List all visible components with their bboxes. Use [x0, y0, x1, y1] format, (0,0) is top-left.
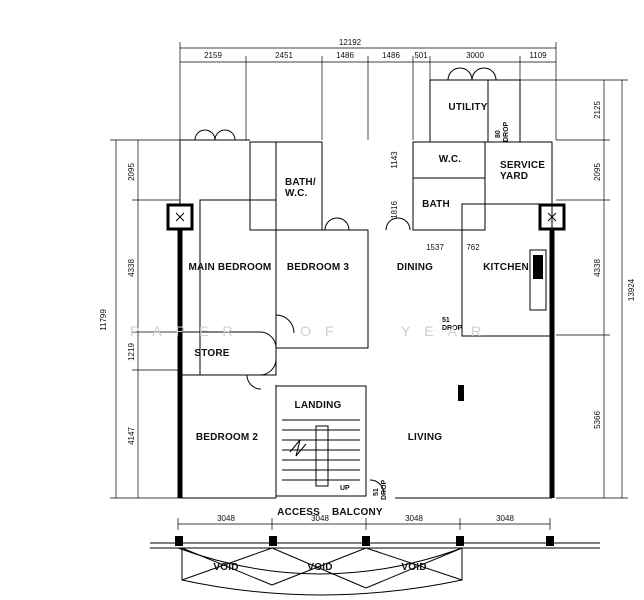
column-left — [166, 203, 194, 231]
room-dining: DINING — [397, 262, 433, 273]
dim-inner-1143: 1143 — [390, 151, 399, 169]
dim-top-4: 1486 — [382, 51, 400, 60]
dim-top-overall: 12192 — [339, 38, 362, 47]
dim-bottom-4: 3048 — [496, 514, 514, 523]
dim-top-6: 3000 — [466, 51, 484, 60]
room-access-balcony: ACCESS BALCONY — [277, 507, 383, 518]
room-bath-wc-left-1: BATH/ — [285, 177, 316, 188]
dim-left-1: 2095 — [127, 163, 136, 181]
dim-inner-1537: 1537 — [426, 243, 444, 252]
staircase — [282, 419, 360, 487]
stove — [533, 255, 543, 279]
dim-bottom-3: 3048 — [405, 514, 423, 523]
dim-left-3: 1219 — [127, 343, 136, 361]
dim-inner-1816: 1816 — [390, 201, 399, 219]
room-bath: BATH — [422, 199, 450, 210]
balcony-void — [150, 518, 600, 596]
watermark: PAPER OF YEAR — [130, 323, 495, 339]
dim-right-3: 4338 — [593, 259, 602, 277]
drop-label-b: DROP — [381, 479, 388, 500]
room-bedroom-2: BEDROOM 2 — [196, 432, 259, 443]
dim-inner-762: 762 — [466, 243, 480, 252]
dim-left-2: 4338 — [127, 259, 136, 277]
dim-top-5: 501 — [414, 51, 428, 60]
dim-top-2: 2451 — [275, 51, 293, 60]
room-main-bedroom: MAIN BEDROOM — [189, 262, 272, 273]
dim-top-1: 2159 — [204, 51, 222, 60]
dim-left-overall: 11799 — [99, 309, 108, 331]
dim-right-4: 5366 — [593, 411, 602, 429]
room-service-yard-2: YARD — [500, 171, 528, 182]
dim-top-7: 1109 — [529, 51, 547, 60]
room-bath-wc-left-2: W.C. — [285, 188, 307, 199]
dim-left-4: 4147 — [127, 427, 136, 445]
room-void-3: VOID — [401, 562, 426, 573]
room-void-2: VOID — [307, 562, 332, 573]
windows — [194, 67, 497, 231]
top-dimensions: 12192 2159 2451 1486 1486 501 3000 1109 — [179, 38, 557, 140]
drop-80-number: 80 — [495, 130, 502, 138]
doors — [246, 314, 385, 495]
dim-bottom-2: 3048 — [311, 514, 329, 523]
dim-right-1: 2125 — [593, 101, 602, 119]
left-dimensions: 11799 2095 4338 1219 4147 — [99, 139, 180, 499]
room-service-yard-1: SERVICE — [500, 160, 545, 171]
dim-top-3: 1486 — [336, 51, 354, 60]
room-store: STORE — [194, 348, 229, 359]
room-utility: UTILITY — [448, 102, 487, 113]
room-wc: W.C. — [439, 154, 461, 165]
drop-label-a: DROP — [442, 325, 463, 332]
up-label: UP — [340, 485, 350, 492]
room-landing: LANDING — [295, 400, 342, 411]
dim-right-2: 2095 — [593, 163, 602, 181]
dim-right-overall: 13924 — [627, 278, 636, 301]
drop-51-number-b: 51 — [373, 488, 380, 496]
room-kitchen: KITCHEN — [483, 262, 529, 273]
drop-51-number-a: 51 — [442, 317, 450, 324]
walls — [166, 79, 566, 499]
room-living: LIVING — [408, 432, 443, 443]
room-void-1: VOID — [213, 562, 238, 573]
drop-label-c: DROP — [503, 121, 510, 142]
dim-bottom-1: 3048 — [217, 514, 235, 523]
right-dimensions: 2125 2095 4338 5366 13924 — [520, 79, 636, 499]
room-bedroom-3: BEDROOM 3 — [287, 262, 350, 273]
